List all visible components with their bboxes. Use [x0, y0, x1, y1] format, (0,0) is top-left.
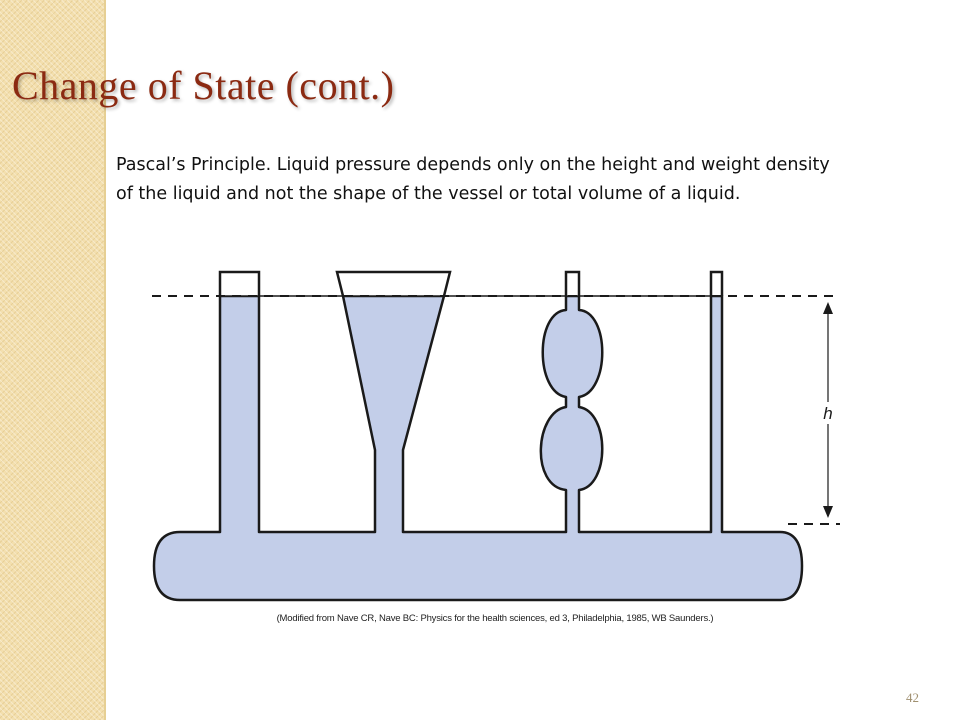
connected-vessels [152, 294, 804, 602]
thin-tube-top [709, 270, 724, 296]
height-label: h [823, 404, 832, 423]
bulb-tube-top [564, 270, 581, 296]
figure-caption: (Modified from Nave CR, Nave BC: Physics… [276, 613, 714, 624]
funnel-top [335, 270, 452, 297]
slide-title: Change of State (cont.) [12, 63, 395, 108]
label-gap [818, 402, 838, 424]
pascal-vessels-diagram: h [152, 270, 840, 602]
decorative-side-band [0, 0, 106, 720]
arrowhead-up [823, 302, 833, 314]
body-text: Pascal’s Principle. Liquid pressure depe… [116, 155, 830, 204]
page-number: 42 [906, 690, 919, 705]
tube1-top [218, 270, 261, 296]
arrowhead-down [823, 506, 833, 518]
